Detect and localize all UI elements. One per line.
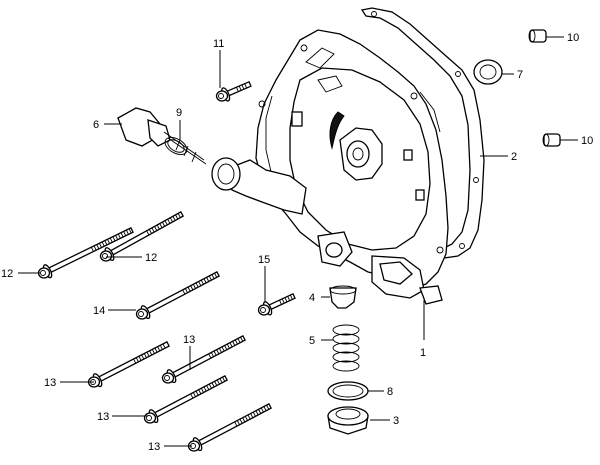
callout-9: 9 (176, 107, 182, 119)
bolt-short-upper (215, 80, 252, 102)
filler-cap (117, 107, 207, 165)
bolt-long-13a (87, 340, 170, 388)
callout-labels: 1 2 3 4 5 6 7 8 9 10 10 11 12 12 13 13 1… (1, 32, 593, 453)
callout-12-right: 12 (145, 252, 157, 264)
bolt-short-15 (257, 292, 296, 316)
callout-13-c: 13 (97, 411, 109, 423)
callout-8: 8 (387, 386, 393, 398)
filler-neck (211, 157, 307, 215)
bolts (37, 80, 296, 452)
dowel-pin-upper (528, 29, 547, 43)
callout-10-lower: 10 (581, 135, 593, 147)
callout-13-d: 13 (148, 441, 160, 453)
callout-5: 5 (309, 335, 315, 347)
strainer-cap (327, 406, 369, 435)
bolt-long-13c (143, 374, 228, 424)
callout-3: 3 (393, 415, 399, 427)
crankcase-cover (255, 29, 449, 305)
callout-11: 11 (213, 38, 224, 50)
callout-4: 4 (309, 292, 315, 304)
callout-10-upper: 10 (567, 32, 579, 44)
bolt-long-mid (99, 211, 185, 262)
leader-lines (18, 36, 578, 447)
strainer-o-ring (327, 381, 369, 401)
bolt-long-14 (135, 270, 220, 320)
callout-12-left: 12 (1, 268, 13, 280)
callout-13-a: 13 (44, 377, 56, 389)
oil-seal (473, 59, 503, 85)
dowel-pin-lower (542, 133, 561, 147)
strainer-screen (329, 285, 357, 309)
bolt-long-13b (161, 334, 246, 384)
bolt-long-13d (187, 402, 272, 452)
callout-7: 7 (517, 69, 523, 81)
callout-14: 14 (93, 305, 105, 317)
callout-2: 2 (511, 151, 517, 163)
callout-6: 6 (93, 119, 99, 131)
callout-15: 15 (258, 254, 270, 266)
bolt-long-left (37, 226, 134, 279)
callout-1: 1 (420, 347, 426, 359)
callout-13-b: 13 (183, 334, 195, 346)
strainer-spring (332, 324, 360, 372)
